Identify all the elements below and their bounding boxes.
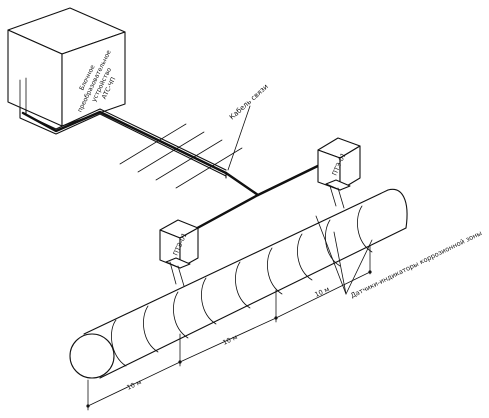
dimension-tick xyxy=(274,316,278,320)
dimension-lines: 10 м 10 м 10 м xyxy=(86,245,372,411)
spacing-label-2: 10 м xyxy=(221,333,238,347)
pipeline xyxy=(69,188,408,379)
spacing-label-3: 10 м xyxy=(313,285,330,299)
spacing-label-1: 10 м xyxy=(125,378,142,392)
sensors-note-text: Датчики-индикаторы коррозионной зоны xyxy=(349,229,483,300)
sensor-1: ПТЭ-01 xyxy=(159,219,199,287)
control-cabinet: Блочное преобразовательное устройство АТ… xyxy=(7,7,126,127)
dimension-tick xyxy=(368,270,372,274)
dimension-tick xyxy=(86,404,90,408)
sensors-note: Датчики-индикаторы коррозионной зоны xyxy=(315,215,483,300)
dimension-tick xyxy=(178,360,182,364)
cable-label: Кабель связи xyxy=(228,83,270,122)
sensor-2: ПТЭ-01 xyxy=(317,137,361,209)
